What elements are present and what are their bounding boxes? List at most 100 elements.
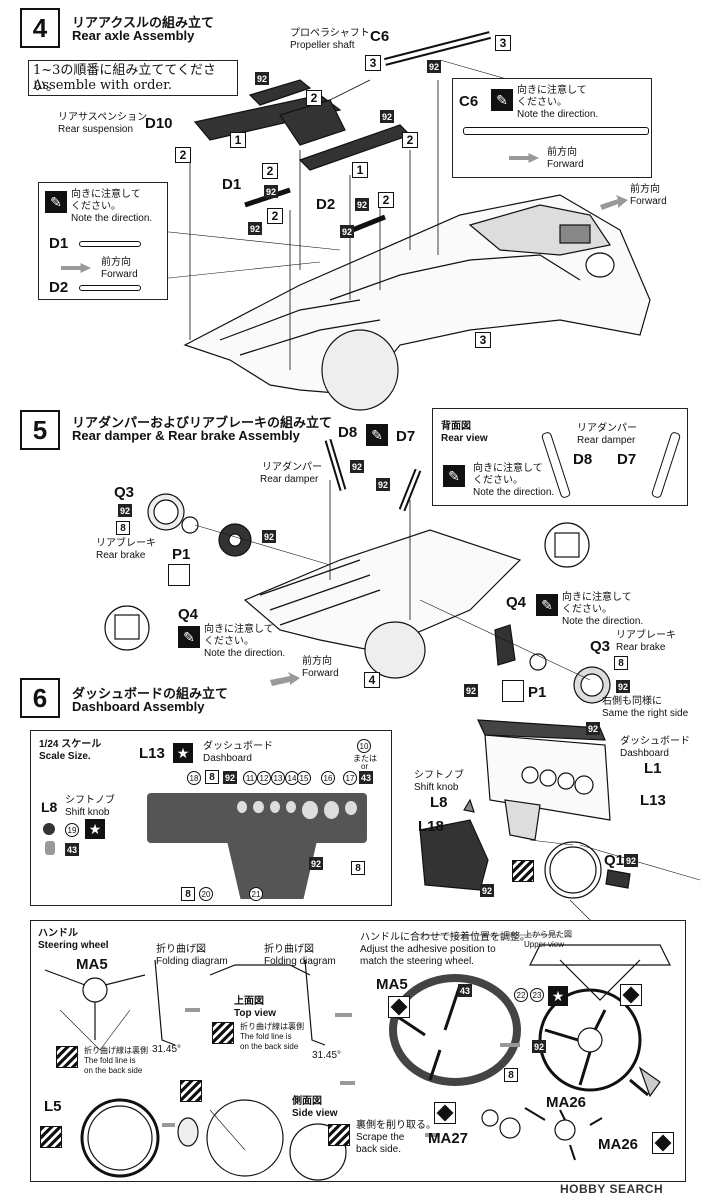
part-c6-label: C6 — [370, 28, 390, 45]
d-note-jp2: ください。 — [71, 201, 121, 212]
fold-diagram-en-2: Folding diagram — [264, 956, 336, 967]
part-12-badge: 12 — [257, 771, 271, 785]
part-92-badge: 92 — [264, 185, 278, 198]
part-8-badge: 8 — [205, 770, 219, 784]
part-43-badge: 43 — [359, 771, 373, 784]
c6-box-label: C6 — [459, 93, 479, 110]
part-17-badge: 17 — [343, 771, 357, 785]
no-glue-icon — [502, 680, 524, 702]
shift-knob-jp: シフトノブ — [65, 795, 115, 806]
step-2-marker: 2 — [262, 163, 278, 179]
center-console-drawing — [227, 841, 317, 899]
q4-note-jp: 向きに注意して — [204, 624, 274, 635]
side-view-jp: 側面図 — [292, 1096, 322, 1107]
step5-forward-en: Forward — [302, 668, 339, 679]
part-22-badge: 22 — [514, 988, 528, 1002]
d2-rod-sketch — [79, 285, 141, 291]
glue-icon: ✎ — [443, 465, 465, 487]
hatch-paint-icon — [512, 860, 534, 882]
part-8-badge: 8 — [351, 861, 365, 875]
foldline-en-1a: The fold line is — [84, 1056, 136, 1065]
same-side-en: Same the right side — [602, 708, 689, 719]
part-92-badge: 92 — [255, 72, 269, 85]
rear-view-box: 背面図 Rear view ✎ 向きに注意して ください。 Note the d… — [432, 408, 688, 506]
fold-angle-2: 31.45° — [312, 1050, 342, 1061]
rear-suspension-en: Rear suspension — [58, 124, 134, 135]
part-d1-label: D1 — [222, 176, 242, 193]
part-d10-label: D10 — [145, 115, 173, 132]
rear-damper-en: Rear damper — [260, 474, 319, 485]
part-92-badge: 92 — [586, 722, 600, 735]
diamond-icon — [388, 996, 410, 1018]
part-l18-label: L18 — [418, 818, 444, 835]
foldline-jp-2: 折り曲げ線は裏側 — [240, 1022, 304, 1031]
part-13-badge: 13 — [271, 771, 285, 785]
glue-icon: ✎ — [178, 626, 200, 648]
next-step-3-ref: 3 — [475, 332, 491, 348]
part-92-badge: 92 — [262, 530, 276, 543]
rear-brake-right-en: Rear brake — [616, 642, 666, 653]
star-icon: ★ — [548, 986, 568, 1006]
part-92-badge: 92 — [223, 771, 237, 784]
part-11-badge: 11 — [243, 771, 257, 785]
part-20-badge: 20 — [199, 887, 213, 901]
adjust-en-1: Adjust the adhesive position to — [360, 944, 496, 955]
part-q1-label: Q1 — [604, 852, 625, 869]
forward-en: Forward — [630, 196, 667, 207]
gauge-row — [237, 801, 357, 821]
part-d7-label: D7 — [396, 428, 416, 445]
q4-note-jp2: ください。 — [204, 636, 254, 647]
shift-knob-en: Shift knob — [65, 807, 110, 818]
adjust-en-2: match the steering wheel. — [360, 956, 474, 967]
rear-view-en: Rear view — [441, 433, 488, 444]
step-4-number: 4 — [20, 8, 60, 48]
step-4-title-en: Rear axle Assembly — [72, 28, 195, 43]
part-8-badge: 8 — [614, 656, 628, 670]
c6-forward-jp: 前方向 — [547, 147, 577, 158]
forward-arrow-icon — [509, 153, 539, 163]
rear-brake-jp: リアブレーキ — [96, 538, 156, 549]
top-view-jp: 上面図 — [234, 996, 264, 1007]
q4r-note-jp: 向きに注意して — [562, 592, 632, 603]
step-5-title-jp: リアダンパーおよびリアブレーキの組み立て — [72, 415, 333, 430]
d2-box-label: D2 — [49, 279, 69, 296]
scale-size-box: 1/24 スケール Scale Size. L13 ★ ダッシュボード Dash… — [30, 730, 392, 906]
scale-jp: 1/24 スケール — [39, 739, 102, 750]
part-8-badge: 8 — [181, 887, 195, 901]
part-92-badge: 92 — [309, 857, 323, 870]
step-3-marker: 3 — [495, 35, 511, 51]
part-21-badge: 21 — [249, 887, 263, 901]
d-note-en: Note the direction. — [71, 213, 153, 224]
knob-sketch — [43, 823, 55, 835]
c6-shaft-sketch — [463, 127, 649, 135]
shift-knob-right-en: Shift knob — [414, 782, 459, 793]
part-l13-right-label: L13 — [640, 792, 666, 809]
part-92-badge: 92 — [380, 110, 394, 123]
dash-right-en: Dashboard — [620, 748, 669, 759]
or-en: or — [361, 762, 369, 771]
d-forward-en: Forward — [101, 269, 138, 280]
hatch-paint-icon — [180, 1080, 202, 1102]
part-15-badge: 15 — [297, 771, 311, 785]
q4r-note-en: Note the direction. — [562, 616, 644, 627]
c6-direction-box: C6 ✎ 向きに注意して ください。 Note the direction. 前… — [452, 78, 652, 178]
hatch-paint-icon — [328, 1124, 350, 1146]
rear-view-jp: 背面図 — [441, 421, 471, 432]
part-q4-right-label: Q4 — [506, 594, 527, 611]
c6-note-jp2: ください。 — [517, 97, 567, 108]
glue-icon: ✎ — [45, 191, 67, 213]
scale-en: Scale Size. — [39, 751, 91, 762]
foldline-en-2a: The fold line is — [240, 1032, 292, 1041]
order-note-box: 1~3の順番に組み立ててください。 Assemble with order. — [28, 60, 238, 96]
same-side-jp: 右側も同様に — [602, 696, 662, 707]
part-d2-label: D2 — [316, 196, 336, 213]
box-d7-label: D7 — [617, 451, 637, 468]
d1-d2-direction-box: ✎ 向きに注意して ください。 Note the direction. D1 前… — [38, 182, 168, 300]
part-d8-label: D8 — [338, 424, 358, 441]
rear-brake-en: Rear brake — [96, 550, 146, 561]
dash-jp: ダッシュボード — [203, 741, 273, 752]
shift-knob-right-jp: シフトノブ — [414, 770, 464, 781]
step-5-title-en: Rear damper & Rear brake Assembly — [72, 428, 300, 443]
damper-note-jp2: ください。 — [473, 475, 523, 486]
